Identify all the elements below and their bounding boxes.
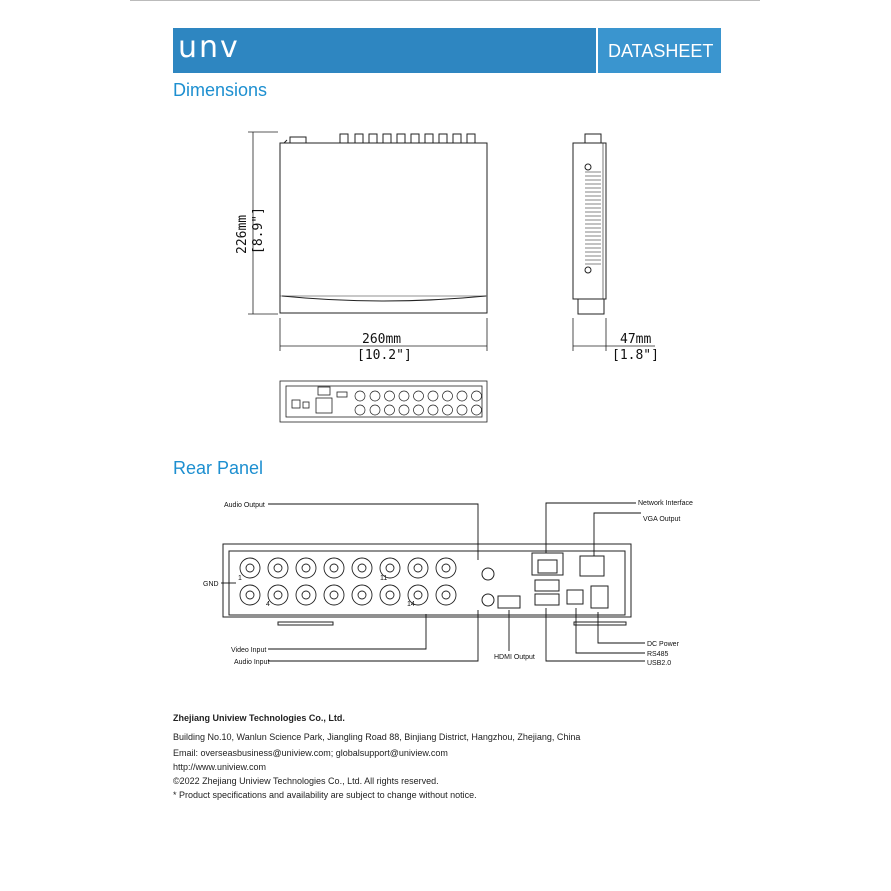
callout-rs485: RS485 [647,651,669,658]
bnc-port-inner [329,590,339,600]
bnc-port [295,557,317,579]
rear-panel-drawing [222,543,632,626]
footer-copyright: ©2022 Zhejiang Uniview Technologies Co.,… [173,776,439,786]
bnc-port-inner [301,590,311,600]
small-rear-bnc-ports [354,390,482,416]
datasheet-label: DATASHEET [608,41,714,61]
small-bnc-port [413,404,424,416]
bnc-port-inner [273,590,283,600]
bnc-port [379,557,401,579]
small-bnc-port [384,404,395,416]
callout-audio-input: Audio Input [234,659,269,666]
small-bnc-port [471,390,482,402]
small-bnc-port [456,390,468,402]
bnc-port-inner [301,563,311,573]
bnc-port-inner [273,563,283,573]
bnc-port [351,557,373,579]
rear-port-number-4: 4 [266,601,270,608]
bnc-port [407,584,429,606]
bnc-port-inner [441,563,451,573]
callout-dc-power: DC Power [647,641,680,648]
width-dimension-line [279,318,488,351]
footer-email: Email: overseasbusiness@uniview.com; glo… [173,748,448,758]
section-title-dimensions: Dimensions [173,80,268,100]
bnc-port [351,584,373,606]
bnc-port [295,584,317,606]
small-bnc-port [398,404,410,416]
bnc-port [239,584,261,606]
callout-usb: USB2.0 [647,660,671,667]
small-bnc-port [427,404,439,416]
datasheet-label-box [596,28,721,73]
small-rear-view-drawing [279,380,488,423]
small-bnc-port [369,390,381,402]
small-bnc-port [369,404,381,416]
bnc-port-inner [357,563,367,573]
bnc-port-inner [357,590,367,600]
callout-hdmi-output: HDMI Output [494,654,535,661]
small-bnc-port [456,404,468,416]
bnc-port [379,584,401,606]
bnc-port [323,584,345,606]
rear-port-number-1: 1 [238,575,242,582]
top-view-drawing [279,133,488,314]
height-dimension-line [248,131,278,315]
bnc-port-inner [329,563,339,573]
depth-mm-label: 47mm [620,332,651,347]
uniview-logo: unv [178,30,240,65]
bnc-port-inner [245,563,255,573]
bnc-port [267,584,289,606]
top-rule [130,0,760,1]
depth-dimension-line [572,318,655,351]
bnc-port-inner [245,590,255,600]
rear-panel-bnc-ports [239,557,457,606]
small-bnc-port [413,390,424,402]
callout-gnd: GND [203,581,219,588]
bnc-port-inner [441,590,451,600]
depth-inch-label: [1.8"] [612,348,659,363]
bnc-port [407,557,429,579]
callout-leader-lines [221,502,645,662]
bnc-port-inner [413,563,423,573]
footer-address: Building No.10, Wanlun Science Park, Jia… [173,732,581,742]
height-inch-label: [8.9"] [251,207,266,254]
bnc-port [267,557,289,579]
side-vent-slots [585,171,601,265]
small-bnc-port [442,390,453,402]
small-bnc-port [398,390,410,402]
side-view-drawing [572,133,607,315]
callout-audio-output: Audio Output [224,502,265,509]
bnc-port [323,557,345,579]
callout-vga-output: VGA Output [643,516,680,523]
footer-website: http://www.uniview.com [173,762,267,772]
bnc-port [435,557,457,579]
small-bnc-port [427,390,439,402]
footer-note: * Product specifications and availabilit… [173,790,477,800]
small-bnc-port [471,404,482,416]
small-audio-port [354,404,366,416]
callout-video-input: Video Input [231,647,266,654]
width-mm-label: 260mm [362,332,401,347]
bnc-port-inner [385,563,395,573]
bnc-port [435,584,457,606]
width-inch-label: [10.2"] [357,348,412,363]
height-mm-label: 226mm [235,215,250,254]
small-bnc-port [384,390,395,402]
callout-network-interface: Network Interface [638,500,693,507]
rear-port-number-14: 14 [407,601,415,608]
bnc-port-inner [413,590,423,600]
rear-port-number-11: 11 [380,575,387,582]
section-title-rear-panel: Rear Panel [173,458,264,478]
small-bnc-port [442,404,453,416]
bnc-port [239,557,261,579]
footer-company: Zhejiang Uniview Technologies Co., Ltd. [173,713,345,723]
small-audio-port [354,390,366,402]
bnc-port-inner [385,590,395,600]
